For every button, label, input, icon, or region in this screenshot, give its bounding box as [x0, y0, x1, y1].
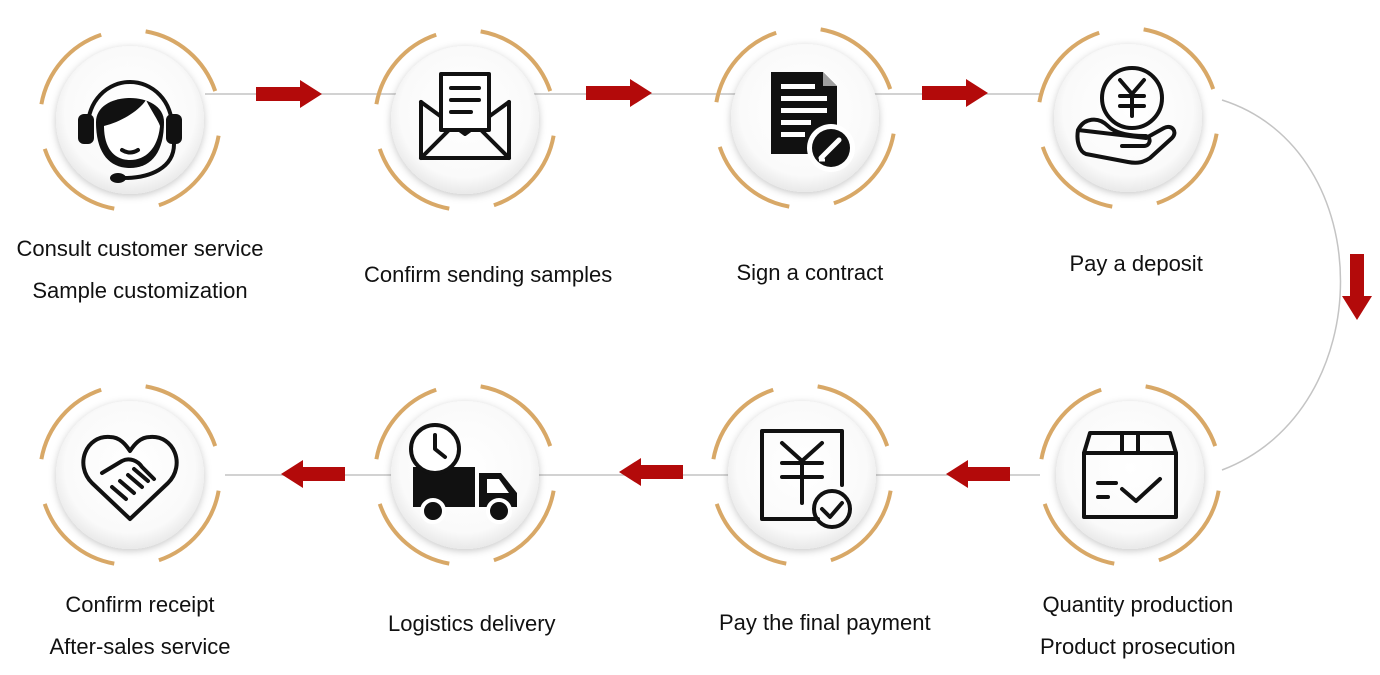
step-label-line: Confirm receipt	[65, 592, 215, 617]
truck-clock-icon	[409, 423, 517, 524]
process-step-3	[713, 26, 897, 210]
step-label-line: After-sales service	[49, 634, 231, 659]
yuan-bill-check-icon	[760, 429, 852, 529]
arrow-left-icon	[281, 460, 345, 488]
arrow-right-icon	[586, 79, 652, 107]
step-label-3: Sign a contract	[737, 252, 884, 294]
box-check-icon	[1082, 431, 1178, 519]
yuan-hand-icon	[1075, 66, 1177, 165]
process-step-2	[373, 28, 557, 212]
step-label-line: Pay the final payment	[719, 610, 931, 635]
step-label-line: Confirm sending samples	[364, 262, 613, 287]
step-label-6: Pay the final payment	[719, 602, 931, 644]
gold-ring-decoration	[713, 26, 897, 210]
step-label-line: Consult customer service	[16, 236, 264, 261]
step-disc	[1056, 401, 1204, 549]
step-label-line: Quantity production	[1042, 592, 1234, 617]
process-step-7	[373, 383, 557, 567]
step-label-line: Sign a contract	[736, 260, 884, 285]
step-label-7: Logistics delivery	[388, 603, 556, 645]
process-step-8	[38, 383, 222, 567]
gold-ring-decoration	[38, 28, 222, 212]
arrow-down-icon	[1342, 254, 1372, 320]
process-step-4	[1036, 26, 1220, 210]
step-label-line: Pay a deposit	[1069, 251, 1203, 276]
step-label-line: Sample customization	[32, 278, 248, 303]
arrow-right-icon	[256, 80, 322, 108]
step-disc	[1054, 44, 1202, 192]
headset-icon	[78, 80, 182, 183]
step-label-2: Confirm sending samples	[364, 254, 612, 296]
gold-ring-decoration	[710, 383, 894, 567]
envelope-icon	[419, 72, 511, 160]
process-step-6	[710, 383, 894, 567]
arrow-left-icon	[946, 460, 1010, 488]
arrow-right-icon	[922, 79, 988, 107]
flow-arrows	[256, 79, 1372, 488]
process-step-1	[38, 28, 222, 212]
step-label-line: Product prosecution	[1040, 634, 1236, 659]
arrow-left-icon	[619, 458, 683, 486]
process-step-5	[1038, 383, 1222, 567]
contract-icon	[771, 72, 855, 172]
gold-ring-decoration	[38, 383, 222, 567]
handshake-heart-icon	[81, 434, 179, 521]
step-label-line: Logistics delivery	[388, 611, 556, 636]
step-label-4: Pay a deposit	[1070, 243, 1203, 285]
